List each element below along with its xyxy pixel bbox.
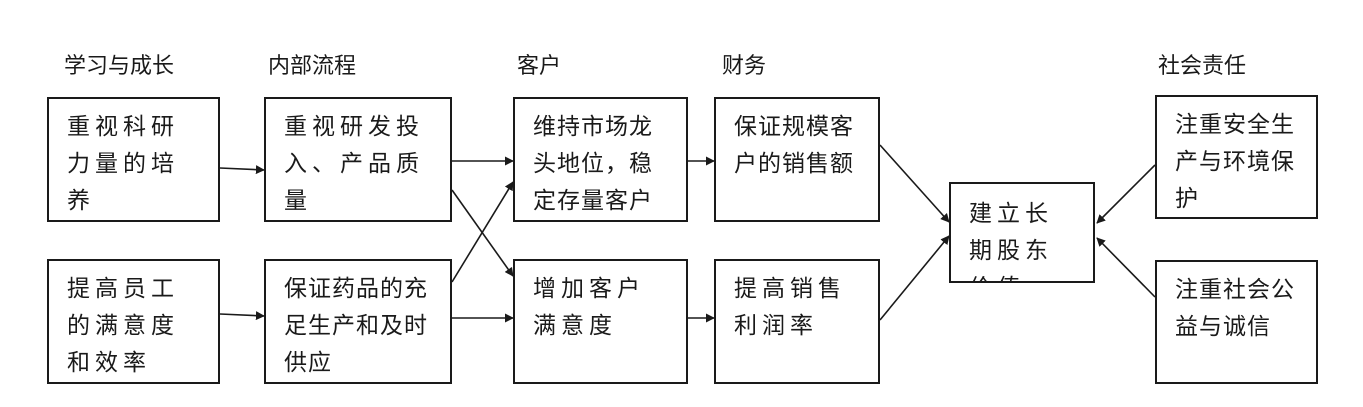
node-rd-investment: 重视研发投入、产品质量	[264, 97, 452, 222]
arrow-safety-environment-to-shareholder-value	[1096, 164, 1156, 224]
node-profit-margin: 提高销售利润率	[714, 259, 880, 384]
header-customer: 客户	[517, 54, 562, 79]
node-market-leader: 维持市场龙头地位，稳定存量客户	[513, 97, 688, 222]
node-research-training: 重视科研力量的培养	[47, 97, 220, 222]
node-safety-environment: 注重安全生产与环境保护	[1155, 95, 1318, 219]
node-employee-satisfaction: 提高员工的满意度和效率	[47, 259, 220, 384]
arrow-drug-supply-to-market-leader	[451, 181, 514, 283]
arrow-sales-volume-to-shareholder-value	[879, 144, 950, 223]
node-sales-volume: 保证规模客户的销售额	[714, 97, 880, 222]
header-learning-growth: 学习与成长	[64, 54, 175, 79]
node-social-welfare: 注重社会公益与诚信	[1155, 260, 1318, 384]
arrow-social-welfare-to-shareholder-value	[1096, 237, 1156, 298]
node-shareholder-value: 建立长期股东价值	[949, 182, 1095, 283]
node-customer-satisfaction: 增加客户满意度	[513, 259, 688, 384]
arrow-employee-satisfaction-to-drug-supply	[219, 311, 265, 321]
header-finance: 财务	[722, 54, 767, 79]
arrow-research-training-to-rd-investment	[219, 165, 265, 175]
arrow-profit-margin-to-shareholder-value	[879, 235, 950, 321]
header-internal-process: 内部流程	[268, 54, 357, 79]
node-drug-supply: 保证药品的充足生产和及时供应	[264, 259, 452, 384]
header-social-responsibility: 社会责任	[1158, 54, 1247, 79]
